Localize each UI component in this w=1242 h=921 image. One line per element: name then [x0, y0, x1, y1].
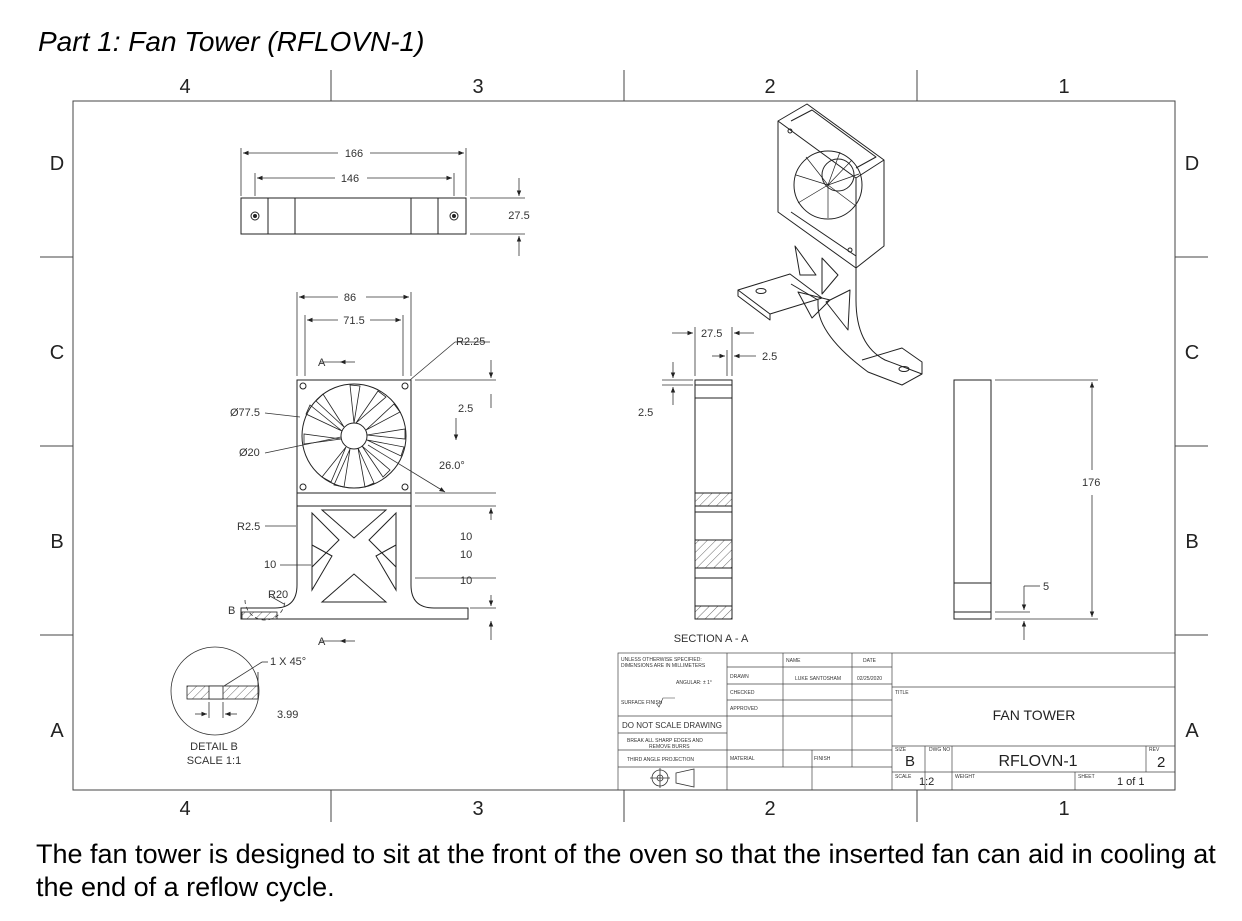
zone-row-b-right: B [1185, 531, 1198, 553]
zone-row-c-right: C [1185, 342, 1199, 364]
dim-section-width: 27.5 [701, 328, 722, 340]
dim-fan-diameter: Ø77.5 [230, 407, 260, 419]
top-view [240, 197, 467, 235]
zone-col-3: 3 [472, 76, 483, 98]
tb-angular: ANGULAR: ± 1° [676, 680, 712, 686]
dim-front-width: 86 [344, 292, 356, 304]
zone-row-b: B [50, 531, 63, 553]
zone-col-2: 2 [764, 76, 775, 98]
zone-col-1: 1 [1058, 76, 1069, 98]
dim-section-wall: 2.5 [762, 351, 777, 363]
zone-col-4-bottom: 4 [179, 798, 190, 820]
tb-scale: 1:2 [919, 776, 934, 788]
zone-row-d-right: D [1185, 153, 1199, 175]
tb-finish: FINISH [814, 756, 831, 762]
zone-col-1-bottom: 1 [1058, 798, 1069, 820]
dim-side-height: 176 [1082, 477, 1100, 489]
side-dimensions [995, 379, 1098, 640]
tb-checked: CHECKED [730, 690, 755, 696]
dim-section-lip: 2.5 [638, 407, 653, 419]
tb-approved: APPROVED [730, 706, 758, 712]
tb-col-date: DATE [863, 658, 877, 664]
detail-b-view: 1 X 45° 3.99 DETAIL B SCALE 1:1 [170, 646, 306, 767]
tb-scale-label: SCALE [895, 774, 912, 780]
detail-title: DETAIL B [190, 741, 238, 753]
zone-col-2-bottom: 2 [764, 798, 775, 820]
tb-projection: THIRD ANGLE PROJECTION [627, 757, 694, 763]
tb-material: MATERIAL [730, 756, 755, 762]
front-view-dimensions [264, 292, 496, 644]
fan-opening [301, 383, 407, 489]
section-marker-top: A [318, 357, 326, 369]
tb-dwg-label: DWG NO [929, 747, 950, 753]
dim-front-hole-spacing: 71.5 [343, 315, 364, 327]
detail-callout-hatch [241, 611, 278, 620]
top-view-dimensions [240, 148, 525, 256]
detail-callout-circle [244, 599, 286, 621]
dim-fillet-large: R20 [268, 589, 288, 601]
detail-marker: B [228, 605, 235, 617]
side-view [953, 379, 992, 620]
tb-sheet: 1 of 1 [1117, 776, 1145, 788]
tb-sheet-label: SHEET [1078, 774, 1095, 780]
tb-size-label: SIZE [895, 747, 907, 753]
dim-gap-2: 10 [460, 549, 472, 561]
section-title: SECTION A - A [674, 633, 749, 645]
dim-blade-angle: 26.0° [439, 460, 465, 472]
section-dimensions [662, 327, 756, 405]
tb-units: DIMENSIONS ARE IN MILLIMETERS [621, 663, 706, 669]
tb-weight-label: WEIGHT [955, 774, 975, 780]
dim-base-thickness: 5 [1043, 581, 1049, 593]
tb-break-edges-1: BREAK ALL SHARP EDGES AND [627, 738, 703, 744]
tb-break-edges-2: REMOVE BURRS [649, 744, 690, 750]
tb-title: FAN TOWER [993, 707, 1076, 723]
tb-col-name: NAME [786, 658, 801, 664]
zone-row-a: A [50, 720, 64, 742]
fan-blades [303, 384, 406, 488]
tb-drawn-name: LUKE SANTOSHAM [795, 676, 841, 682]
page-heading: Part 1: Fan Tower (RFLOVN-1) [38, 26, 425, 57]
tb-rev-label: REV [1149, 747, 1160, 753]
tb-drawn-date: 02/25/2020 [857, 676, 882, 682]
section-marker-bottom: A [318, 636, 326, 648]
zone-row-d: D [50, 153, 64, 175]
zone-row-a-right: A [1185, 720, 1199, 742]
tb-surface-finish: SURFACE FINISH [621, 700, 663, 706]
dim-corner-radius: R2.25 [456, 336, 485, 348]
dim-detail-width: 3.99 [277, 709, 298, 721]
dim-top-hole-spacing: 146 [341, 173, 359, 185]
tb-dwg-no: RFLOVN-1 [998, 753, 1077, 770]
dim-rib-width: 10 [264, 559, 276, 571]
tb-do-not-scale: DO NOT SCALE DRAWING [622, 721, 722, 730]
dim-edge-offset: 2.5 [458, 403, 473, 415]
dim-fillet-small: R2.5 [237, 521, 260, 533]
zone-col-4: 4 [179, 76, 190, 98]
zone-col-3-bottom: 3 [472, 798, 483, 820]
surface-finish-symbol [655, 697, 675, 708]
tb-title-label: TITLE [895, 690, 909, 696]
tb-rev: 2 [1157, 754, 1165, 771]
detail-scale: SCALE 1:1 [187, 755, 241, 767]
caption-text: The fan tower is designed to sit at the … [36, 839, 1216, 902]
title-block [617, 652, 1176, 791]
dim-gap-1: 10 [460, 531, 472, 543]
dim-hub-diameter: Ø20 [239, 447, 260, 459]
x-brace [311, 509, 397, 603]
section-view [694, 379, 733, 620]
projection-symbol [650, 768, 695, 788]
front-view [240, 379, 469, 620]
dim-top-depth: 27.5 [508, 210, 529, 222]
tb-drawn: DRAWN [730, 674, 749, 680]
zone-labels: 4 3 2 1 4 3 2 1 D C B A D C B A [50, 76, 1200, 820]
isometric-view [737, 103, 923, 386]
dim-chamfer: 1 X 45° [270, 656, 306, 668]
zone-row-c: C [50, 342, 64, 364]
tb-unless: UNLESS OTHERWISE SPECIFIED: [621, 657, 702, 663]
dim-top-overall: 166 [345, 148, 363, 160]
fan-hub [340, 422, 368, 450]
dim-gap-3: 10 [460, 575, 472, 587]
tb-size: B [905, 753, 915, 770]
